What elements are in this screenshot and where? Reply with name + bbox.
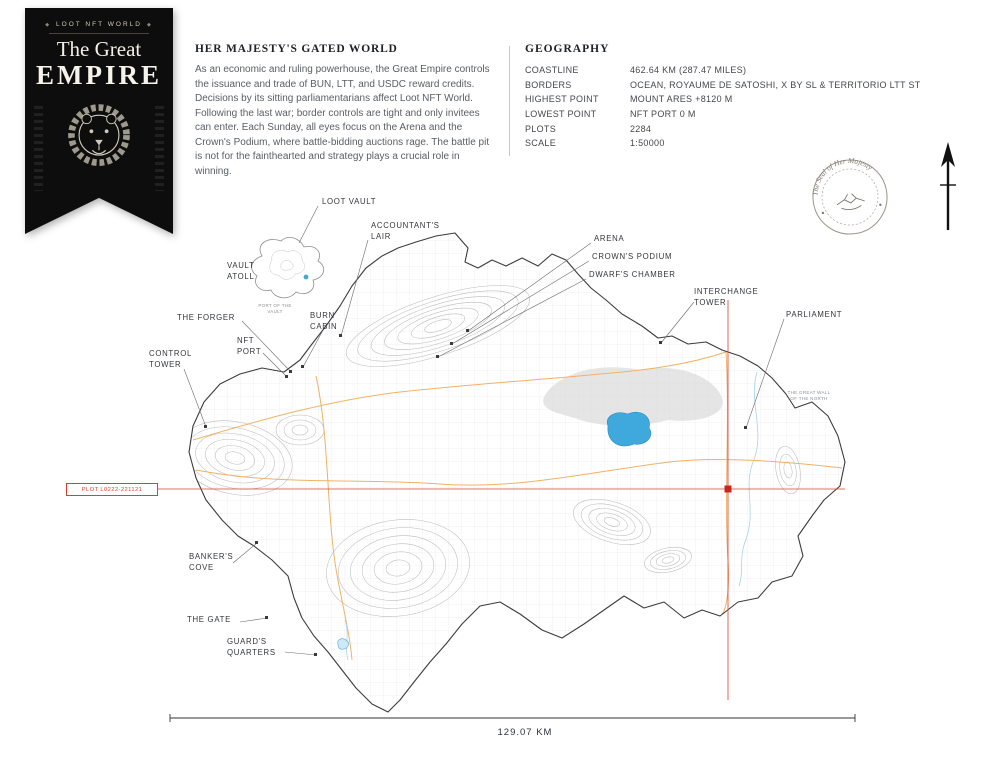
maplabel-guards-quarters: GUARD'S QUARTERS <box>227 637 276 657</box>
geo-row-scale: SCALE 1:50000 <box>525 136 985 151</box>
geo-row-plots: PLOTS 2284 <box>525 122 985 137</box>
banner-title-top: The Great <box>56 37 142 61</box>
geo-value: OCEAN, ROYAUME DE SATOSHI, X BY SL & TER… <box>630 79 921 90</box>
title-banner: ◆ LOOT NFT WORLD ◆ The Great EMPIRE <box>25 8 173 234</box>
geo-label: BORDERS <box>525 79 572 90</box>
geo-value: MOUNT ARES +8120 M <box>630 94 733 105</box>
north-arrow-icon <box>934 140 962 232</box>
maplabel-port-of-the-vault: PORT OF THE VAULT <box>258 303 292 314</box>
plot-id-tag: PLOT L0222-221121 <box>66 483 158 496</box>
intro-block: HER MAJESTY'S GATED WORLD As an economic… <box>195 43 497 179</box>
geo-value: 2284 <box>630 123 652 134</box>
lion-emblem-icon <box>25 99 173 180</box>
maplabel-parliament: PARLIAMENT <box>786 310 843 319</box>
intro-body: As an economic and ruling powerhouse, th… <box>195 64 490 177</box>
maplabel-burn-cabin: BURN CABIN <box>310 311 338 331</box>
vault-atoll-island <box>251 237 325 299</box>
geo-row-coastline: COASTLINE 462.64 KM (287.47 MILES) <box>525 63 985 78</box>
pond <box>337 638 349 650</box>
maplabel-nft-port: NFT PORT <box>237 336 262 356</box>
maplabel-dwarfs-chamber: DWARF'S CHAMBER <box>589 270 676 279</box>
contour-lines <box>189 285 801 617</box>
royal-seal-icon: The Seal of Her Majesty <box>806 152 890 237</box>
maplabel-vault-atoll: VAULT ATOLL <box>227 261 255 281</box>
poi-markers <box>204 329 747 656</box>
svg-text:The Seal of Her Majesty: The Seal of Her Majesty <box>810 157 878 197</box>
geography-panel: GEOGRAPHY COASTLINE 462.64 KM (287.47 MI… <box>525 43 985 151</box>
geo-value: 462.64 KM (287.47 MILES) <box>630 65 747 75</box>
banner-brand: LOOT NFT WORLD <box>56 21 142 28</box>
diamond-ornament-icon: ◆ <box>146 21 153 28</box>
geo-label: PLOTS <box>525 123 557 134</box>
section-divider <box>509 46 510 156</box>
maplabel-great-wall: THE GREAT WALL OF THE NORTH <box>787 390 831 401</box>
maplabel-bankers-cove: BANKER'S COVE <box>189 552 234 572</box>
geo-value: 1:50000 <box>630 138 665 149</box>
maplabel-interchange-tower: INTERCHANGE TOWER <box>694 287 759 307</box>
loot-vault-marker <box>303 274 309 280</box>
lake <box>606 411 652 447</box>
geo-row-borders: BORDERS OCEAN, ROYAUME DE SATOSHI, X BY … <box>525 78 985 93</box>
geo-label: LOWEST POINT <box>525 108 597 119</box>
geo-label: HIGHEST POINT <box>525 94 599 105</box>
handshake-icon <box>836 193 865 211</box>
maplabel-loot-vault: LOOT VAULT <box>322 197 377 206</box>
maplabel-the-forger: THE FORGER <box>177 313 236 322</box>
maplabel-control-tower: CONTROL TOWER <box>149 349 192 369</box>
banner-rule <box>48 33 150 34</box>
leader-lines <box>183 205 785 656</box>
banner-side-pattern <box>34 106 43 191</box>
geo-row-highest-point: HIGHEST POINT MOUNT ARES +8120 M <box>525 92 985 107</box>
diamond-ornament-icon: ◆ <box>45 21 52 28</box>
geography-heading: GEOGRAPHY <box>525 43 610 55</box>
geo-value: NFT PORT 0 M <box>630 108 696 119</box>
roads <box>192 351 843 661</box>
maplabel-accountants-lair: ACCOUNTANT'S LAIR <box>371 221 440 241</box>
banner-side-pattern <box>155 106 164 191</box>
geo-label: COASTLINE <box>525 65 579 75</box>
banner-title-main: EMPIRE <box>36 60 162 90</box>
shaded-highland <box>543 367 723 426</box>
maplabel-arena: ARENA <box>594 234 625 243</box>
maplabel-crowns-podium: CROWN'S PODIUM <box>592 252 673 261</box>
geo-row-lowest-point: LOWEST POINT NFT PORT 0 M <box>525 107 985 122</box>
plot-crosshair <box>68 300 845 700</box>
intro-heading: HER MAJESTY'S GATED WORLD <box>195 43 398 55</box>
seal-text: The Seal of Her Majesty <box>806 152 878 197</box>
geo-label: SCALE <box>525 138 557 149</box>
map-scale-label: 129.07 KM <box>497 727 553 738</box>
scale-bar <box>169 714 856 722</box>
maplabel-the-gate: THE GATE <box>187 615 232 624</box>
